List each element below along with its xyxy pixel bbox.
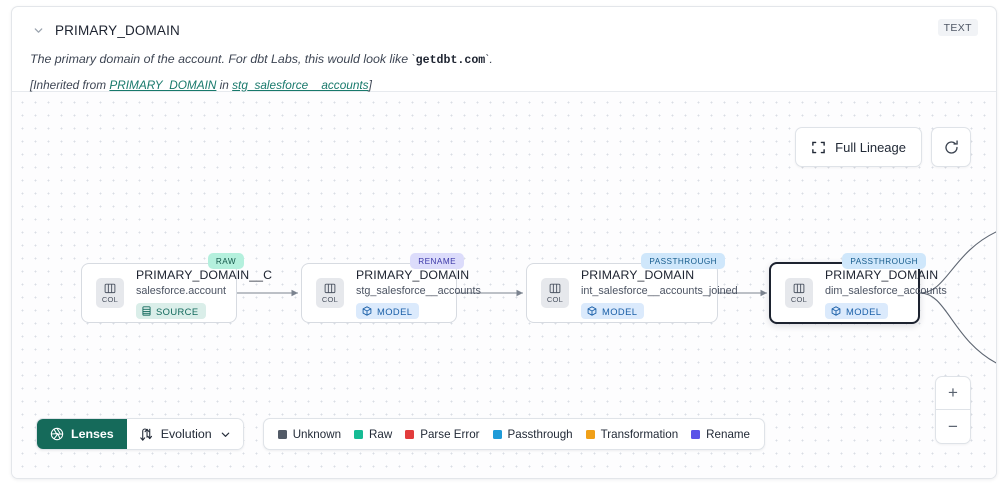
column-type-chip: COL: [785, 278, 813, 308]
inherited-mid: in: [216, 77, 233, 92]
legend-swatch-raw: [354, 429, 364, 439]
legend-swatch-passthrough: [492, 429, 502, 439]
node-tag: PASSTHROUGH: [842, 253, 926, 269]
chevron-down-icon: [220, 429, 231, 440]
column-type-label: COL: [101, 294, 119, 304]
panel-header: PRIMARY_DOMAIN TEXT The primary domain o…: [12, 7, 996, 92]
evolution-dropdown[interactable]: Evolution: [126, 419, 243, 449]
refresh-icon: [943, 139, 960, 156]
lenses-label: Lenses: [71, 427, 114, 441]
evolution-arrows-icon: [139, 427, 153, 442]
lineage-canvas[interactable]: Full Lineage + − RAW: [12, 92, 996, 478]
column-type-label: COL: [790, 294, 808, 304]
legend-item: Parse Error: [405, 427, 480, 441]
node-kind-badge: SOURCE: [136, 302, 206, 319]
node-subtitle: int_salesforce__accounts_joined: [581, 284, 738, 297]
type-badge: TEXT: [937, 19, 978, 36]
lineage-node[interactable]: PASSTHROUGH COL PRIMARY_DOMAIN int_sales…: [526, 253, 738, 323]
node-body: PRIMARY_DOMAIN dim_salesforce_accounts M…: [825, 268, 947, 319]
canvas-bottom-bar: Lenses Evolution: [36, 418, 765, 450]
source-icon: [142, 306, 151, 316]
legend-item: Passthrough: [492, 427, 573, 441]
model-icon: [587, 306, 597, 316]
legend-label: Raw: [369, 427, 393, 441]
aperture-icon: [50, 427, 64, 441]
full-lineage-button[interactable]: Full Lineage: [795, 127, 922, 167]
lenses-button[interactable]: Lenses: [37, 419, 127, 449]
column-type-chip: COL: [541, 278, 569, 308]
page-title: PRIMARY_DOMAIN: [55, 22, 180, 38]
node-subtitle: dim_salesforce_accounts: [825, 284, 947, 297]
node-title: PRIMARY_DOMAIN__C: [136, 267, 273, 282]
model-icon: [362, 306, 372, 316]
node-kind-label: SOURCE: [156, 305, 199, 317]
lineage-node[interactable]: RAW COL PRIMARY_DOMAIN__C salesforce.acc…: [81, 253, 272, 323]
legend-item: Rename: [691, 428, 750, 441]
legend-swatch-transformation: [585, 429, 595, 439]
node-kind-badge: MODEL: [581, 302, 645, 319]
legend-swatch-parse-error: [405, 429, 415, 439]
node-tag: RAW: [207, 253, 244, 269]
lineage-node[interactable]: RENAME COL PRIMARY_DOMAIN stg_salesforce…: [301, 253, 481, 323]
inherited-from-note: [Inherited from PRIMARY_DOMAIN in stg_sa…: [30, 78, 978, 92]
node-title: PRIMARY_DOMAIN: [356, 267, 470, 282]
legend-item: Unknown: [277, 427, 342, 441]
legend-label: Parse Error: [420, 427, 480, 441]
node-title: PRIMARY_DOMAIN: [581, 267, 695, 282]
inherited-model-link[interactable]: stg_salesforce__accounts: [232, 77, 369, 92]
chevron-down-icon[interactable]: [30, 22, 46, 38]
inherited-prefix: [Inherited from: [30, 77, 110, 92]
column-type-label: COL: [546, 294, 564, 304]
refresh-button[interactable]: [931, 127, 971, 167]
lineage-legend: Unknown Raw Parse Error Passthrough Tran…: [262, 418, 765, 450]
node-body: PRIMARY_DOMAIN__C salesforce.account SOU…: [136, 268, 272, 319]
node-title: PRIMARY_DOMAIN: [825, 267, 939, 282]
legend-label: Transformation: [600, 427, 679, 441]
node-kind-badge: MODEL: [825, 302, 889, 319]
lineage-node-selected[interactable]: PASSTHROUGH COL PRIMARY_DOMAIN dim_sales…: [769, 253, 947, 324]
description-text: The primary domain of the account. For d…: [30, 52, 416, 66]
legend-label: Passthrough: [507, 427, 573, 441]
node-kind-badge: MODEL: [356, 302, 420, 319]
expand-icon: [811, 140, 826, 155]
inherited-column-link[interactable]: PRIMARY_DOMAIN: [109, 77, 217, 92]
node-subtitle: stg_salesforce__accounts: [356, 284, 481, 297]
evolution-label: Evolution: [160, 427, 212, 441]
inherited-suffix: ]: [368, 77, 372, 92]
legend-label: Unknown: [292, 427, 342, 441]
node-tag: PASSTHROUGH: [641, 253, 725, 269]
column-detail-panel: PRIMARY_DOMAIN TEXT The primary domain o…: [11, 6, 997, 479]
description-code: getdbt.com: [415, 54, 486, 67]
zoom-controls: + −: [935, 376, 971, 444]
zoom-in-button[interactable]: +: [936, 377, 970, 410]
description-suffix: `.: [485, 52, 493, 66]
column-type-label: COL: [321, 294, 339, 304]
column-type-chip: COL: [316, 278, 344, 308]
full-lineage-label: Full Lineage: [835, 139, 906, 155]
canvas-top-controls: Full Lineage: [795, 127, 971, 167]
zoom-out-button[interactable]: −: [948, 416, 958, 436]
node-subtitle: salesforce.account: [136, 284, 227, 297]
column-description: The primary domain of the account. For d…: [30, 51, 978, 69]
column-type-chip: COL: [96, 278, 124, 308]
node-tag: RENAME: [410, 253, 464, 269]
node-kind-label: MODEL: [602, 305, 638, 317]
model-icon: [831, 306, 841, 316]
node-kind-label: MODEL: [377, 305, 413, 317]
legend-swatch-unknown: [277, 429, 287, 439]
legend-swatch-rename: [691, 429, 701, 439]
node-body: PRIMARY_DOMAIN int_salesforce__accounts_…: [581, 268, 738, 319]
legend-item: Raw: [354, 428, 392, 441]
lineage-edges: [237, 231, 996, 364]
legend-item: Transformation: [585, 427, 679, 441]
lens-control-group: Lenses Evolution: [36, 418, 244, 450]
node-kind-label: MODEL: [846, 305, 882, 317]
node-body: PRIMARY_DOMAIN stg_salesforce__accounts …: [356, 268, 481, 319]
legend-label: Rename: [706, 427, 750, 441]
header-divider: [12, 91, 996, 92]
